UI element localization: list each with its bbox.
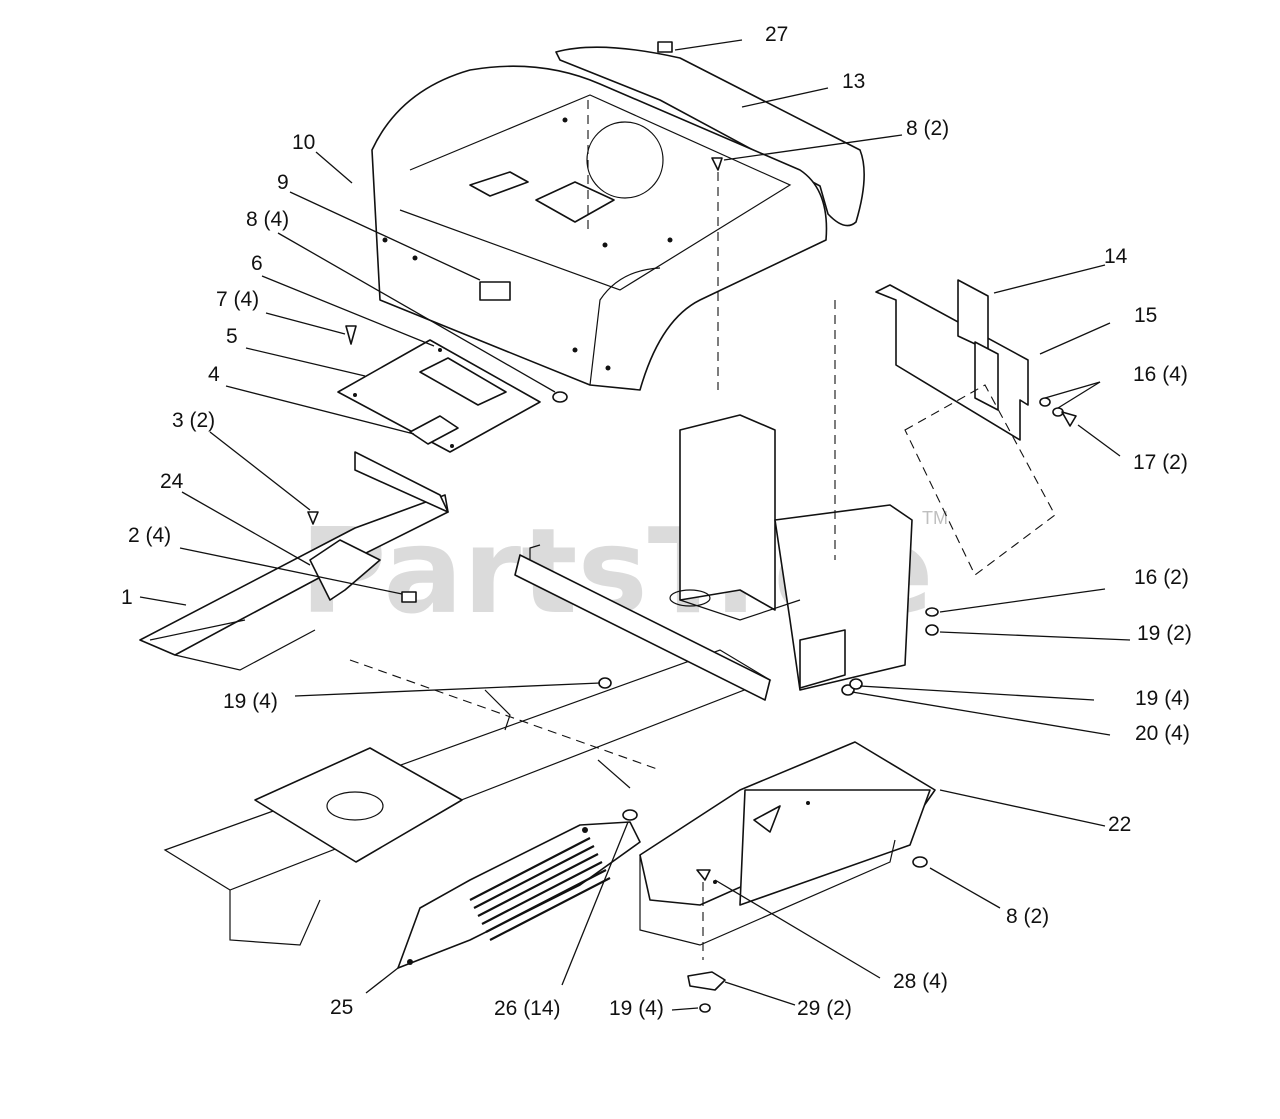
callout-16-rear: 16 (4)	[1133, 363, 1188, 386]
callout-6: 6	[251, 252, 263, 275]
callout-19-mid: 19 (4)	[1135, 687, 1190, 710]
callout-17: 17 (2)	[1133, 451, 1188, 474]
part-27-clip[interactable]	[657, 41, 673, 53]
part-19-nut-bottom[interactable]	[699, 1003, 711, 1013]
part-2-clip[interactable]	[401, 591, 417, 603]
mat-treads	[469, 837, 611, 941]
callout-7: 7 (4)	[216, 288, 259, 311]
callout-19-center: 19 (4)	[223, 690, 278, 713]
part-25-step-mat[interactable]	[397, 821, 641, 969]
part-15-rear-panel[interactable]	[875, 279, 1056, 576]
callout-8-hood: 8 (4)	[246, 208, 289, 231]
callout-1: 1	[121, 586, 133, 609]
part-10-hood[interactable]	[371, 65, 828, 391]
callout-4: 4	[208, 363, 220, 386]
part-8-screw-mid[interactable]	[552, 391, 568, 403]
callout-13: 13	[842, 70, 865, 93]
part-8-screw-right[interactable]	[912, 856, 928, 868]
part-29-bracket[interactable]	[687, 971, 726, 991]
part-7-screw[interactable]	[345, 325, 357, 345]
part-1-front-panel[interactable]	[139, 451, 449, 671]
callout-10: 10	[292, 131, 315, 154]
callout-14: 14	[1104, 245, 1128, 268]
callout-19-bottom: 19 (4)	[609, 997, 664, 1020]
chassis-frame	[163, 544, 772, 946]
watermark-trademark: TM	[922, 508, 948, 528]
callout-20: 20 (4)	[1135, 722, 1190, 745]
part-19-nut[interactable]	[925, 624, 939, 636]
part-22-footrest-panel[interactable]	[639, 741, 936, 946]
part-17-bolt[interactable]	[1061, 411, 1077, 427]
leader-lines	[139, 39, 1131, 1011]
part-16-washer[interactable]	[925, 607, 939, 617]
part-19-nut-center[interactable]	[598, 677, 612, 689]
callout-8-top: 8 (2)	[906, 117, 949, 140]
callout-26: 26 (14)	[494, 997, 561, 1020]
callout-19-right: 19 (2)	[1137, 622, 1192, 645]
callout-5: 5	[226, 325, 238, 348]
part-3-screw[interactable]	[307, 511, 319, 525]
part-20-washer[interactable]	[841, 678, 863, 696]
part-8-screw-top[interactable]	[587, 100, 723, 390]
callout-28: 28 (4)	[893, 970, 948, 993]
part-13-hood-trim[interactable]	[555, 46, 865, 227]
callout-24: 24	[160, 470, 184, 493]
part-28-bolt[interactable]	[696, 869, 711, 960]
callout-15: 15	[1134, 304, 1157, 327]
seat-support-bracket	[669, 300, 913, 691]
callout-9: 9	[277, 171, 289, 194]
callout-22: 22	[1108, 813, 1131, 836]
part-5-dash-plate[interactable]	[337, 339, 541, 453]
callout-8-right: 8 (2)	[1006, 905, 1049, 928]
callout-3: 3 (2)	[172, 409, 215, 432]
callout-2: 2 (4)	[128, 524, 171, 547]
callout-16-right: 16 (2)	[1134, 566, 1189, 589]
callout-25: 25	[330, 996, 353, 1019]
callout-labels: 27 13 8 (2) 10 9 8 (4) 6 7 (4) 5 4 3 (2)…	[121, 23, 1192, 1020]
part-26-mat-clip[interactable]	[622, 809, 638, 821]
callout-29: 29 (2)	[797, 997, 852, 1020]
callout-27: 27	[765, 23, 788, 46]
